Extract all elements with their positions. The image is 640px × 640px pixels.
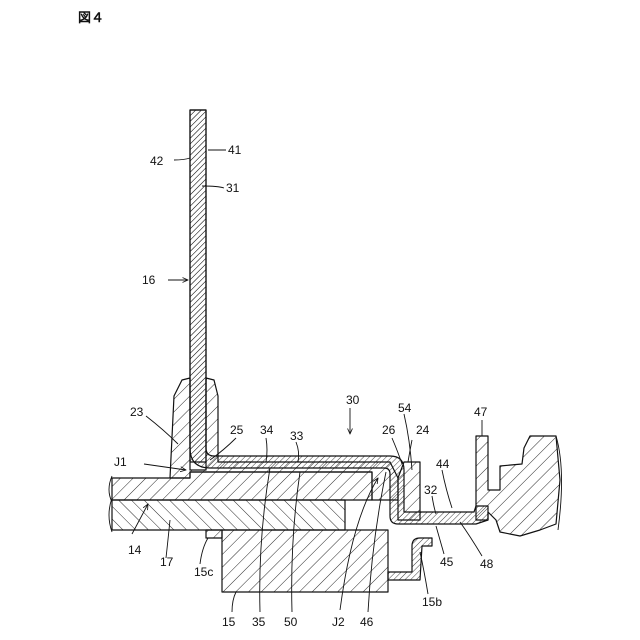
figure-title: 図４ — [78, 11, 104, 26]
label-41: 41 — [228, 143, 242, 157]
label-33: 33 — [290, 429, 304, 443]
label-15c: 15c — [194, 565, 213, 579]
label-50: 50 — [284, 615, 298, 629]
label-14: 14 — [128, 543, 142, 557]
leader-34 — [266, 438, 267, 462]
label-15: 15 — [222, 615, 236, 629]
leader-42 — [174, 158, 190, 160]
label-30: 30 — [346, 393, 360, 407]
label-47: 47 — [474, 405, 488, 419]
leader-15 — [232, 592, 236, 612]
label-J2: J2 — [332, 615, 345, 629]
label-54: 54 — [398, 401, 412, 415]
label-24: 24 — [416, 423, 430, 437]
leader-48 — [460, 522, 482, 556]
cover-15b — [388, 538, 432, 580]
label-15b: 15b — [422, 595, 442, 609]
member-47-right-structure — [476, 436, 560, 536]
label-17: 17 — [160, 555, 174, 569]
lower-plate-17 — [112, 500, 345, 530]
upper-layer-14 — [112, 472, 372, 500]
leader-15c — [200, 538, 208, 564]
label-25: 25 — [230, 423, 244, 437]
leader-45 — [436, 526, 444, 554]
leader-32 — [432, 496, 436, 514]
label-45: 45 — [440, 555, 454, 569]
label-26: 26 — [382, 423, 396, 437]
block-15 — [222, 530, 388, 592]
label-23: 23 — [130, 405, 144, 419]
label-16: 16 — [142, 273, 156, 287]
label-48: 48 — [480, 557, 494, 571]
label-46: 46 — [360, 615, 374, 629]
label-35: 35 — [252, 615, 266, 629]
leader-44 — [442, 470, 452, 508]
label-31: 31 — [226, 181, 240, 195]
label-J1: J1 — [114, 455, 127, 469]
label-32: 32 — [424, 483, 438, 497]
leader-15b — [420, 552, 428, 594]
label-34: 34 — [260, 423, 274, 437]
label-44: 44 — [436, 457, 450, 471]
part-15c — [206, 530, 222, 538]
label-42: 42 — [150, 154, 164, 168]
